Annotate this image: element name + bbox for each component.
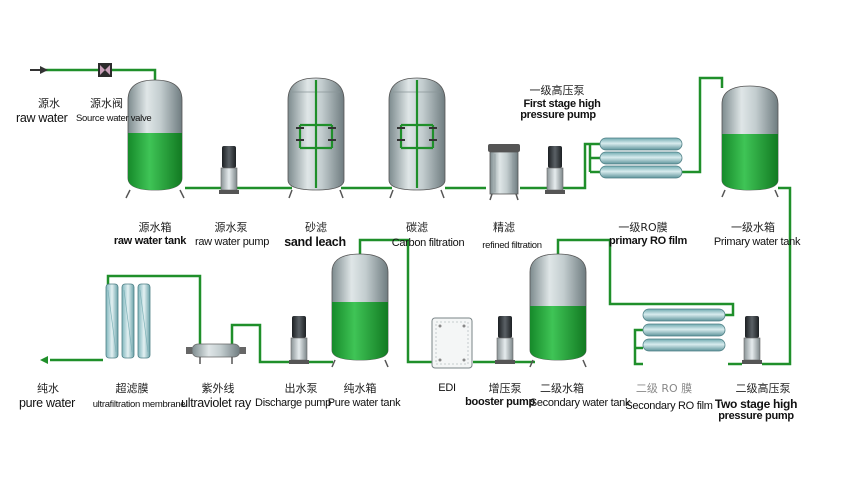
two-stage-en-label-2: pressure pump — [718, 410, 794, 422]
pure-water-en-label: pure water — [18, 396, 76, 410]
secondary-ro-membrane-icon — [642, 308, 726, 352]
discharge-en-label: Discharge pump — [255, 397, 331, 409]
pipe-ro2-to-secondary-tank — [556, 238, 735, 317]
discharge-cn-label: 出水泵 — [284, 382, 318, 395]
first-pump-en-label-2: pressure pump — [520, 109, 596, 121]
raw-tank-en-label: raw water tank — [113, 235, 187, 247]
secondary-water-tank-icon — [529, 253, 587, 368]
pipe-ro-to-primary-tank — [682, 76, 724, 174]
pure-water-tank-icon — [331, 253, 389, 368]
source-valve-en-label: Source water valve — [76, 113, 152, 124]
pipe-primary-to-second-pump — [762, 186, 792, 366]
pipe-uv-to-uf — [106, 274, 202, 345]
discharge-pump-icon — [289, 316, 309, 364]
secondary-tank-en-label: Secondary water tank — [529, 397, 631, 409]
source-valve-cn-label: 源水阀 — [90, 97, 123, 110]
uv-cn-label: 紫外线 — [201, 382, 235, 395]
pure-tank-cn-label: 纯水箱 — [343, 382, 377, 395]
secondary-ro-en-label: Secondary RO film — [625, 400, 713, 412]
secondary-tank-cn-label: 二级水箱 — [540, 382, 584, 395]
raw-pump-en-label: raw water pump — [194, 236, 270, 248]
refined-en-label: refined filtration — [482, 240, 542, 251]
primary-ro-en-label: primary RO film — [608, 235, 688, 247]
raw-water-tank-icon — [125, 79, 185, 199]
pipes — [40, 68, 792, 366]
refined-cn-label: 精滤 — [493, 221, 515, 234]
booster-cn-label: 增压泵 — [488, 382, 522, 395]
carbon-cn-label: 碳滤 — [406, 221, 428, 234]
pure-tank-en-label: Pure water tank — [327, 397, 401, 409]
primary-ro-cn-label: 一级RO膜 — [618, 221, 668, 234]
pipe-pure-to-uv — [230, 323, 333, 364]
raw-pump-cn-label: 源水泵 — [214, 221, 248, 234]
uv-en-label: ultraviolet ray — [181, 396, 251, 410]
sand-cn-label: 砂滤 — [305, 221, 327, 234]
pipe-edi-to-pure-tank — [358, 238, 432, 364]
sand-en-label: sand leach — [284, 235, 346, 249]
carbon-filter-tank-icon — [388, 77, 446, 199]
booster-en-label: booster pump — [465, 396, 535, 408]
edi-label: EDI — [438, 382, 456, 394]
refined-filter-icon — [488, 144, 520, 201]
edi-unit-icon — [431, 317, 473, 369]
uf-en-label: ultrafiltration membrane — [92, 399, 186, 410]
carbon-en-label: Carbon filtration — [391, 237, 465, 249]
inlet-arrow-icon — [30, 66, 48, 74]
secondary-ro-cn-label: 二级 RO 膜 — [635, 382, 693, 395]
primary-ro-membrane-icon — [599, 137, 683, 179]
uf-cn-label: 超滤膜 — [115, 382, 149, 395]
booster-pump-icon — [495, 316, 515, 364]
raw-water-pump-icon — [219, 146, 239, 194]
two-stage-cn-label: 二级高压泵 — [735, 382, 791, 395]
inlet-pipe — [40, 68, 157, 82]
uv-sterilizer-icon — [186, 343, 246, 364]
outlet-arrow-icon — [40, 356, 48, 364]
pure-water-cn-label: 纯水 — [37, 382, 59, 395]
ultrafiltration-membrane-icon — [105, 283, 151, 359]
primary-tank-en-label: Primary water tank — [713, 236, 801, 248]
first-pump-en-label-1: First stage high — [523, 98, 601, 110]
raw-water-en-label: raw water — [16, 111, 68, 125]
two-stage-en-label-1: Two stage high — [714, 397, 798, 411]
primary-water-tank-icon — [721, 85, 779, 198]
sand-filter-tank-icon — [287, 77, 345, 199]
primary-tank-cn-label: 一级水箱 — [731, 221, 775, 234]
raw-water-cn-label: 源水 — [38, 97, 60, 110]
first-pump-cn-label: 一级高压泵 — [529, 84, 585, 97]
two-stage-pump-icon — [742, 316, 762, 364]
raw-tank-cn-label: 源水箱 — [138, 221, 172, 234]
first-stage-pump-icon — [545, 146, 565, 194]
source-valve-icon — [98, 63, 112, 77]
